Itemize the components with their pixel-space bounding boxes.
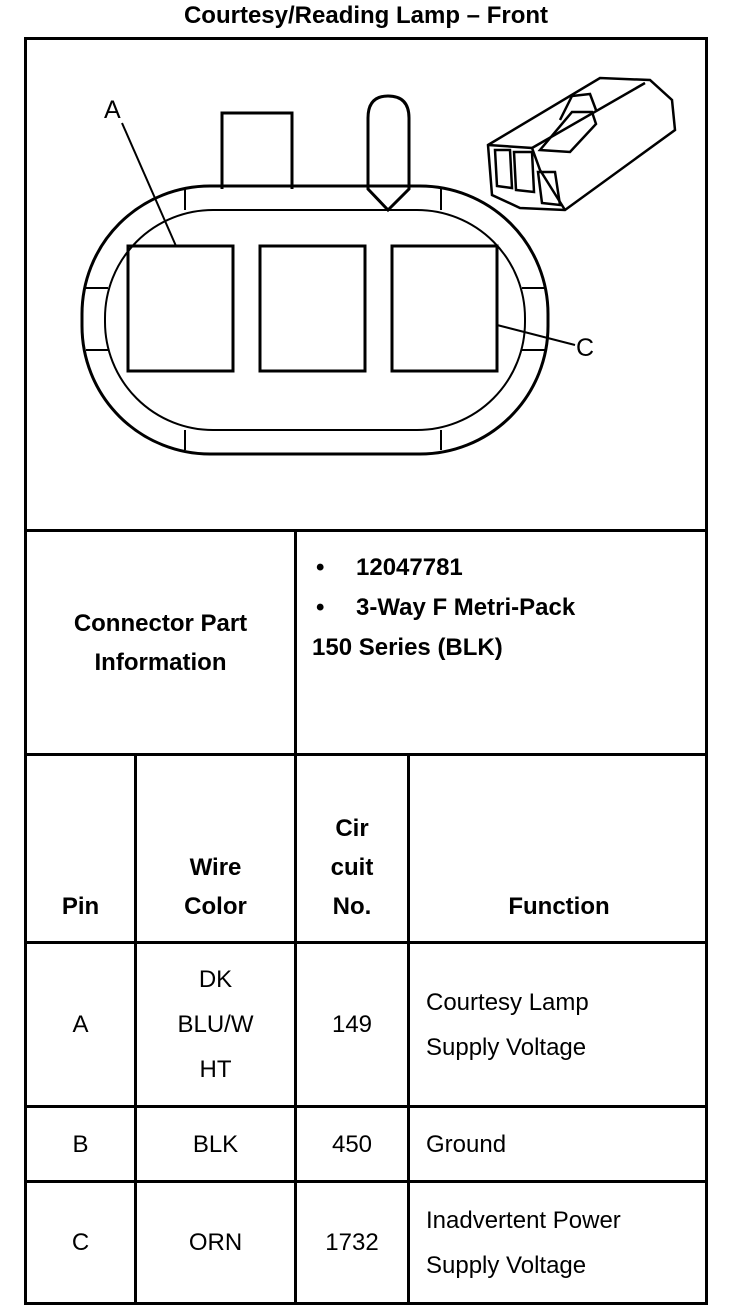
function-line: Ground — [426, 1130, 507, 1158]
function-line: Supply Voltage — [426, 1251, 587, 1279]
cell-circuit: 450 — [297, 1108, 407, 1180]
wire-color-line: HT — [199, 1056, 232, 1083]
wire-color-line: BLK — [192, 1130, 239, 1158]
cavity-b — [258, 244, 367, 373]
cavity-a — [126, 244, 235, 373]
divider-row-a — [24, 1105, 708, 1108]
connector-lock-tab — [220, 111, 294, 189]
function-line: Courtesy Lamp — [426, 988, 589, 1016]
connector-type: 3-Way F Metri-Pack — [356, 594, 576, 621]
list-item: • 3-Way F Metri-Pack — [312, 588, 575, 628]
pin-value: A — [72, 1011, 89, 1038]
divider-col-2 — [294, 753, 297, 1305]
cell-pin: B — [27, 1108, 134, 1180]
divider-row-b — [24, 1180, 708, 1183]
col-header-circuit-line3: No. — [332, 893, 372, 920]
divider-header — [24, 941, 708, 944]
connector-series: 150 Series (BLK) — [312, 634, 503, 661]
callout-a-leader — [121, 122, 177, 247]
connector-info-label-line2: Information — [94, 648, 227, 676]
col-header-pin: Pin — [27, 756, 134, 926]
connector-info-list: • 12047781 • 3-Way F Metri-Pack 150 Seri… — [312, 548, 575, 668]
col-header-circuit-line2: cuit — [330, 854, 374, 881]
divider-diagram — [24, 529, 708, 532]
circuit-value: 149 — [331, 1011, 373, 1038]
cell-circuit: 1732 — [297, 1183, 407, 1302]
bullet-glyph: • — [316, 554, 325, 581]
col-header-circuit: Cir cuit No. — [297, 756, 407, 926]
cell-pin: A — [27, 944, 134, 1105]
cell-wire-color: ORN — [137, 1183, 294, 1302]
callout-c-leader — [496, 324, 576, 346]
wire-color-line: DK — [198, 966, 233, 993]
col-header-function: Function — [410, 756, 708, 926]
divider-info — [24, 753, 708, 756]
callout-c-label: C — [576, 334, 594, 362]
connector-part-number: 12047781 — [356, 554, 463, 581]
function-line: Inadvertent Power — [426, 1206, 621, 1234]
callout-a-label: A — [104, 96, 121, 124]
divider-col-3 — [407, 753, 410, 1305]
col-header-wire-color: Wire Color — [137, 756, 294, 926]
cell-function: Inadvertent Power Supply Voltage — [410, 1183, 708, 1302]
connector-info-label-line1: Connector Part — [73, 609, 248, 637]
connector-key-post — [366, 94, 411, 213]
col-header-wire-line1: Wire — [189, 854, 242, 881]
col-header-function-text: Function — [508, 893, 610, 920]
list-item: • 12047781 — [312, 548, 575, 588]
cell-function: Ground — [410, 1108, 708, 1180]
pin-value: C — [71, 1229, 90, 1256]
connector-table-frame — [24, 37, 708, 1305]
cell-wire-color: BLK — [137, 1108, 294, 1180]
connector-face-diagram: A C — [80, 76, 677, 456]
cell-function: Courtesy Lamp Supply Voltage — [410, 944, 708, 1105]
wire-color-line: ORN — [188, 1229, 243, 1256]
bullet-glyph: • — [316, 594, 325, 621]
cell-pin: C — [27, 1183, 134, 1302]
connector-info-label: Connector Part Information — [27, 532, 294, 753]
pin-value: B — [72, 1130, 89, 1158]
circuit-value: 1732 — [325, 1229, 379, 1256]
function-line: Supply Voltage — [426, 1033, 587, 1061]
connector-3d-icon — [486, 76, 677, 212]
connector-housing-inner — [104, 209, 526, 431]
divider-info-col — [294, 529, 297, 756]
col-header-wire-line2: Color — [184, 893, 247, 920]
connector-housing-outer — [80, 184, 550, 456]
wire-color-line: BLU/W — [177, 1011, 254, 1038]
cell-wire-color: DK BLU/W HT — [137, 944, 294, 1105]
col-header-circuit-line1: Cir — [335, 815, 369, 842]
page-title: Courtesy/Reading Lamp – Front — [183, 2, 549, 29]
cell-circuit: 149 — [297, 944, 407, 1105]
circuit-value: 450 — [331, 1130, 373, 1158]
cavity-c — [390, 244, 499, 373]
col-header-pin-text: Pin — [61, 893, 100, 920]
divider-col-1 — [134, 753, 137, 1305]
